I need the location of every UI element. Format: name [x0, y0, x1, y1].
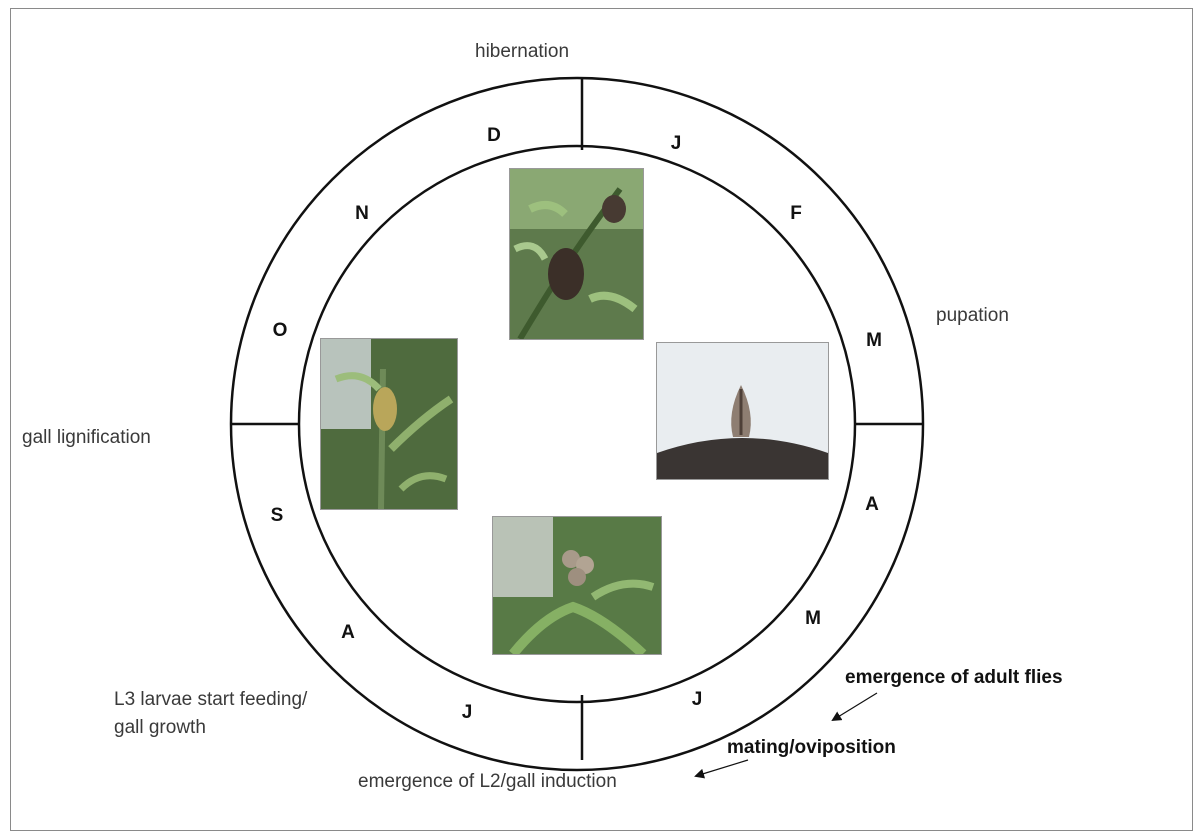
phase-l3-feeding: L3 larvae start feeding/ gall growth — [114, 686, 307, 742]
month-label: D — [487, 125, 501, 147]
young-gall-photo — [320, 338, 458, 510]
month-label: A — [341, 622, 355, 644]
month-label: O — [273, 320, 288, 342]
mating-arrow — [696, 760, 748, 776]
month-label: J — [692, 689, 703, 711]
pupa-photo — [656, 342, 829, 480]
phase-mating: mating/oviposition — [727, 737, 896, 760]
phase-l2-emergence: emergence of L2/gall induction — [358, 771, 617, 794]
phase-adult-emergence: emergence of adult flies — [845, 667, 1063, 690]
phase-gall-lignification: gall lignification — [22, 427, 151, 450]
phase-pupation: pupation — [936, 305, 1009, 328]
month-label: M — [866, 330, 882, 352]
month-label: J — [462, 702, 473, 724]
phase-hibernation: hibernation — [475, 41, 569, 64]
month-label: A — [865, 494, 879, 516]
flower-buds-photo — [492, 516, 662, 655]
gall-on-plant-photo — [509, 168, 644, 340]
month-label: J — [671, 133, 682, 155]
month-label: F — [790, 203, 802, 225]
month-label: S — [271, 505, 284, 527]
adult-emergence-arrow — [833, 693, 877, 720]
month-label: N — [355, 203, 369, 225]
month-label: M — [805, 608, 821, 630]
